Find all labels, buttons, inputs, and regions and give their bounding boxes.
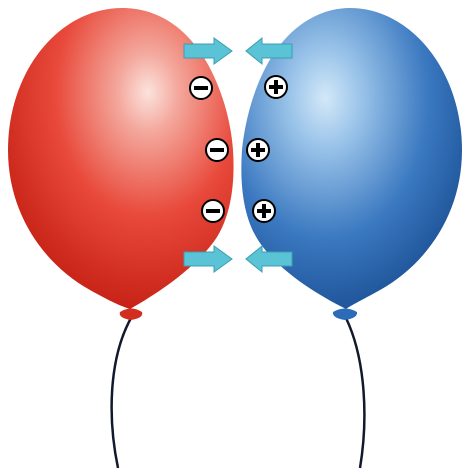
arrow-left-icon xyxy=(245,36,293,66)
red-balloon xyxy=(8,8,234,320)
red-balloon-string xyxy=(110,317,133,469)
blue-balloon-knot xyxy=(332,308,358,320)
red-balloon-body xyxy=(8,8,234,309)
blue-balloon xyxy=(241,8,462,320)
positive-charge-icon xyxy=(264,75,288,99)
positive-charge-icon xyxy=(252,199,276,223)
negative-charge-icon xyxy=(189,76,213,100)
arrow-right-icon xyxy=(183,245,233,273)
negative-charge-icon xyxy=(205,138,229,162)
positive-charge-icon xyxy=(246,138,270,162)
arrow-right-icon xyxy=(183,37,233,65)
blue-balloon-string xyxy=(344,317,366,469)
arrow-left-icon xyxy=(245,244,293,274)
red-balloon-knot xyxy=(119,308,143,320)
blue-balloon-body xyxy=(241,8,462,309)
negative-charge-icon xyxy=(201,199,225,223)
